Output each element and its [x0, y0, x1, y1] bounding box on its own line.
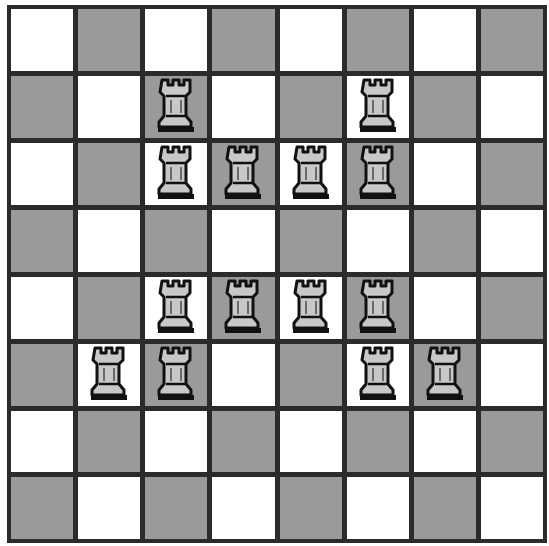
board-square[interactable]: [481, 210, 543, 272]
rook-piece[interactable]: [221, 277, 265, 339]
board-square[interactable]: [78, 210, 140, 272]
board-square[interactable]: [481, 344, 543, 406]
rook-icon: [423, 344, 467, 402]
board-square[interactable]: [145, 210, 207, 272]
board-square[interactable]: [212, 411, 274, 473]
rook-piece[interactable]: [154, 277, 198, 339]
rook-icon: [356, 76, 400, 134]
board-square[interactable]: [145, 9, 207, 71]
board-square[interactable]: [11, 477, 73, 539]
board-square[interactable]: [280, 210, 342, 272]
board-square[interactable]: [347, 411, 409, 473]
rook-icon: [154, 277, 198, 335]
board-square[interactable]: [78, 411, 140, 473]
board-square[interactable]: [481, 411, 543, 473]
board-square[interactable]: [414, 210, 476, 272]
board-square[interactable]: [11, 277, 73, 339]
rook-icon: [356, 344, 400, 402]
board-square[interactable]: [11, 344, 73, 406]
board-square[interactable]: [212, 477, 274, 539]
board-square[interactable]: [145, 76, 207, 138]
board-square[interactable]: [145, 277, 207, 339]
board-square[interactable]: [11, 9, 73, 71]
board-square[interactable]: [11, 210, 73, 272]
rook-piece[interactable]: [356, 143, 400, 205]
board-square[interactable]: [280, 344, 342, 406]
board-square[interactable]: [347, 210, 409, 272]
board-square[interactable]: [78, 143, 140, 205]
board-square[interactable]: [347, 477, 409, 539]
board-square[interactable]: [78, 76, 140, 138]
board-square[interactable]: [212, 9, 274, 71]
board-square[interactable]: [212, 277, 274, 339]
board-square[interactable]: [212, 210, 274, 272]
board-square[interactable]: [212, 143, 274, 205]
rook-piece[interactable]: [221, 143, 265, 205]
board-square[interactable]: [481, 9, 543, 71]
board-square[interactable]: [280, 477, 342, 539]
board-square[interactable]: [347, 143, 409, 205]
rook-icon: [356, 277, 400, 335]
board-square[interactable]: [414, 411, 476, 473]
rook-piece[interactable]: [154, 76, 198, 138]
board-square[interactable]: [414, 9, 476, 71]
board-square[interactable]: [11, 143, 73, 205]
rook-icon: [154, 344, 198, 402]
board-square[interactable]: [280, 76, 342, 138]
board-square[interactable]: [280, 277, 342, 339]
board-square[interactable]: [347, 9, 409, 71]
board-square[interactable]: [145, 143, 207, 205]
rook-icon: [356, 143, 400, 201]
board-square[interactable]: [145, 411, 207, 473]
board-square[interactable]: [280, 143, 342, 205]
board-square[interactable]: [11, 411, 73, 473]
board-square[interactable]: [78, 344, 140, 406]
rook-icon: [221, 143, 265, 201]
board-square[interactable]: [78, 9, 140, 71]
rook-icon: [154, 76, 198, 134]
board-square[interactable]: [481, 277, 543, 339]
rook-piece[interactable]: [356, 344, 400, 406]
board-square[interactable]: [481, 76, 543, 138]
board-square[interactable]: [145, 344, 207, 406]
chess-board: [7, 5, 547, 543]
rook-icon: [289, 143, 333, 201]
board-square[interactable]: [414, 477, 476, 539]
rook-icon: [221, 277, 265, 335]
board-square[interactable]: [280, 411, 342, 473]
board-square[interactable]: [145, 477, 207, 539]
rook-piece[interactable]: [289, 277, 333, 339]
rook-icon: [289, 277, 333, 335]
board-square[interactable]: [347, 277, 409, 339]
board-square[interactable]: [347, 76, 409, 138]
board-square[interactable]: [280, 9, 342, 71]
rook-piece[interactable]: [154, 143, 198, 205]
board-square[interactable]: [481, 477, 543, 539]
board-square[interactable]: [414, 143, 476, 205]
rook-icon: [87, 344, 131, 402]
board-square[interactable]: [414, 344, 476, 406]
rook-icon: [154, 143, 198, 201]
board-square[interactable]: [212, 344, 274, 406]
board-square[interactable]: [414, 277, 476, 339]
rook-piece[interactable]: [87, 344, 131, 406]
board-square[interactable]: [212, 76, 274, 138]
rook-piece[interactable]: [423, 344, 467, 406]
board-square[interactable]: [481, 143, 543, 205]
rook-piece[interactable]: [154, 344, 198, 406]
board-square[interactable]: [78, 277, 140, 339]
board-square[interactable]: [414, 76, 476, 138]
rook-piece[interactable]: [356, 277, 400, 339]
rook-piece[interactable]: [356, 76, 400, 138]
board-square[interactable]: [78, 477, 140, 539]
board-square[interactable]: [11, 76, 73, 138]
rook-piece[interactable]: [289, 143, 333, 205]
board-square[interactable]: [347, 344, 409, 406]
